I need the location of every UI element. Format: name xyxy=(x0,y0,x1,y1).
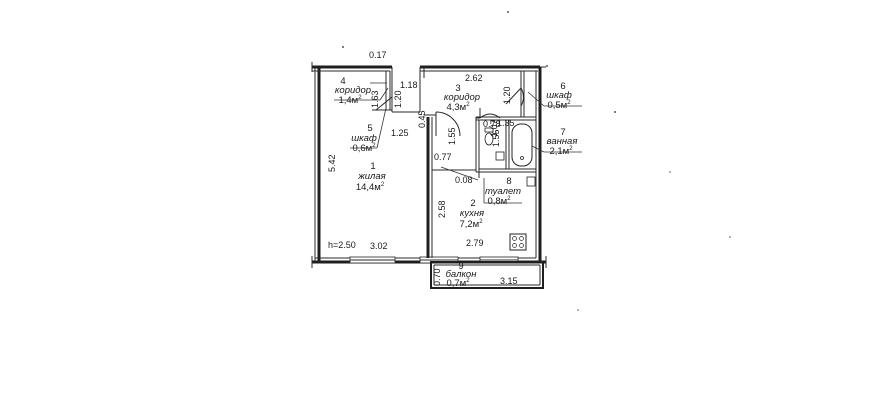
room-area: 0,8м xyxy=(487,196,507,207)
svg-text:14,4м2: 14,4м2 xyxy=(356,182,385,193)
room-name: шкаф xyxy=(351,133,377,144)
dimension-label: 0.08 xyxy=(455,175,473,185)
speck xyxy=(546,65,548,67)
speck xyxy=(577,309,579,311)
speck xyxy=(507,11,509,13)
speck xyxy=(669,171,671,173)
area-unit-sup: 2 xyxy=(567,100,571,106)
room-number: 2 xyxy=(470,198,475,209)
dimension-label: 3.02 xyxy=(370,241,388,251)
svg-text:4,3м2: 4,3м2 xyxy=(446,102,470,113)
svg-text:1,4м2: 1,4м2 xyxy=(338,95,362,106)
room-number: 7 xyxy=(560,127,565,138)
room-area: 1,4м xyxy=(338,95,358,106)
room-3-label: 3 коридор 4,3м2 xyxy=(444,83,480,113)
dimension-label: 0.78 xyxy=(483,119,501,129)
dimension-label: 2.79 xyxy=(466,238,484,248)
room-area: 0,5м xyxy=(547,100,567,111)
label-leaders xyxy=(334,82,582,204)
area-unit-sup: 2 xyxy=(569,146,573,152)
svg-text:0,7м2: 0,7м2 xyxy=(446,278,470,289)
room-1-label: 1 жилая 14,4м2 xyxy=(356,161,386,193)
room-area: 7,2м xyxy=(459,219,479,230)
room-9-label: 9 балкон 0,7м2 xyxy=(446,261,478,289)
room-number: 3 xyxy=(455,83,460,94)
area-unit-sup: 2 xyxy=(358,95,362,101)
dimension-label: 3.15 xyxy=(500,276,518,286)
balcony xyxy=(430,261,544,289)
speck xyxy=(342,46,344,48)
room-number: 1 xyxy=(370,161,375,172)
dimension-label: 1.55 xyxy=(491,129,501,147)
dimension-label: 1.63 xyxy=(370,90,380,108)
room-6-label: 6 шкаф 0,5м2 xyxy=(546,81,572,111)
room-name: кухня xyxy=(460,208,484,219)
room-area: 4,3м xyxy=(446,102,466,113)
room-number: 8 xyxy=(506,176,511,187)
area-unit-sup: 2 xyxy=(381,182,385,188)
area-unit-sup: 2 xyxy=(507,196,511,202)
svg-text:0,6м2: 0,6м2 xyxy=(352,143,376,154)
area-unit-sup: 2 xyxy=(466,102,470,108)
area-unit-sup: 2 xyxy=(372,143,376,149)
sink xyxy=(495,151,505,161)
stove xyxy=(509,233,527,251)
room-name: балкон xyxy=(446,269,478,280)
dimension-label: 1.35 xyxy=(497,118,515,128)
room-number: 5 xyxy=(367,123,372,134)
dimension-label: 1.55 xyxy=(447,127,457,145)
area-unit-sup: 2 xyxy=(479,219,483,225)
room-name: жилая xyxy=(357,171,386,182)
room-name: шкаф xyxy=(546,90,572,101)
toilet-room-sink xyxy=(526,176,536,187)
room-name: туалет xyxy=(485,186,521,197)
room-area: 0,7м xyxy=(446,278,466,289)
svg-text:7,2м2: 7,2м2 xyxy=(459,219,483,230)
toilet-bowl xyxy=(484,127,494,146)
svg-text:0,8м2: 0,8м2 xyxy=(487,196,511,207)
dimension-label: 5.42 xyxy=(327,154,337,172)
dimension-label: 1.20 xyxy=(393,90,403,108)
room-number: 9 xyxy=(458,261,463,272)
dimension-label: 1.18 xyxy=(400,80,418,90)
speck xyxy=(614,111,616,113)
dimension-label: 0.70 xyxy=(432,268,442,286)
room-area: 0,6м xyxy=(352,143,372,154)
room-name: коридор xyxy=(335,85,371,96)
svg-text:2,1м2: 2,1м2 xyxy=(549,146,573,157)
room-area: 2,1м xyxy=(549,146,569,157)
dimension-label: 0.45 xyxy=(417,110,427,128)
speck xyxy=(729,236,731,238)
dimension-label: 2.58 xyxy=(437,200,447,218)
svg-text:0,5м2: 0,5м2 xyxy=(547,100,571,111)
room-number: 6 xyxy=(560,81,565,92)
dimension-labels: 0.17 1.18 2.62 1.63 1.20 1.20 1.25 0.45 … xyxy=(327,50,518,286)
dimension-label: 2.62 xyxy=(465,73,483,83)
room-name: ванная xyxy=(547,136,578,147)
room-7-label: 7 ванная 2,1м2 xyxy=(547,127,578,157)
room-4-label: 4 коридор 1,4м2 xyxy=(335,76,371,106)
room-8-label: 8 туалет 0,8м2 xyxy=(485,176,521,207)
room-area: 14,4м xyxy=(356,182,381,193)
bathtub xyxy=(511,123,533,167)
room-5-label: 5 шкаф 0,6м2 xyxy=(351,123,377,154)
dimension-label: 0.77 xyxy=(434,152,452,162)
ceiling-height-label: h=2.50 xyxy=(328,240,356,250)
dimension-label: 1.07 xyxy=(489,119,499,137)
dimension-label: 1.20 xyxy=(502,86,512,104)
door-swings xyxy=(375,87,524,137)
dimension-label: 0.17 xyxy=(369,50,387,60)
area-unit-sup: 2 xyxy=(466,278,470,284)
room-2-label: 2 кухня 7,2м2 xyxy=(459,198,484,230)
dimension-label: 1.25 xyxy=(391,128,409,138)
window-living xyxy=(349,256,396,264)
room-number: 4 xyxy=(340,76,345,87)
room-name: коридор xyxy=(444,92,480,103)
